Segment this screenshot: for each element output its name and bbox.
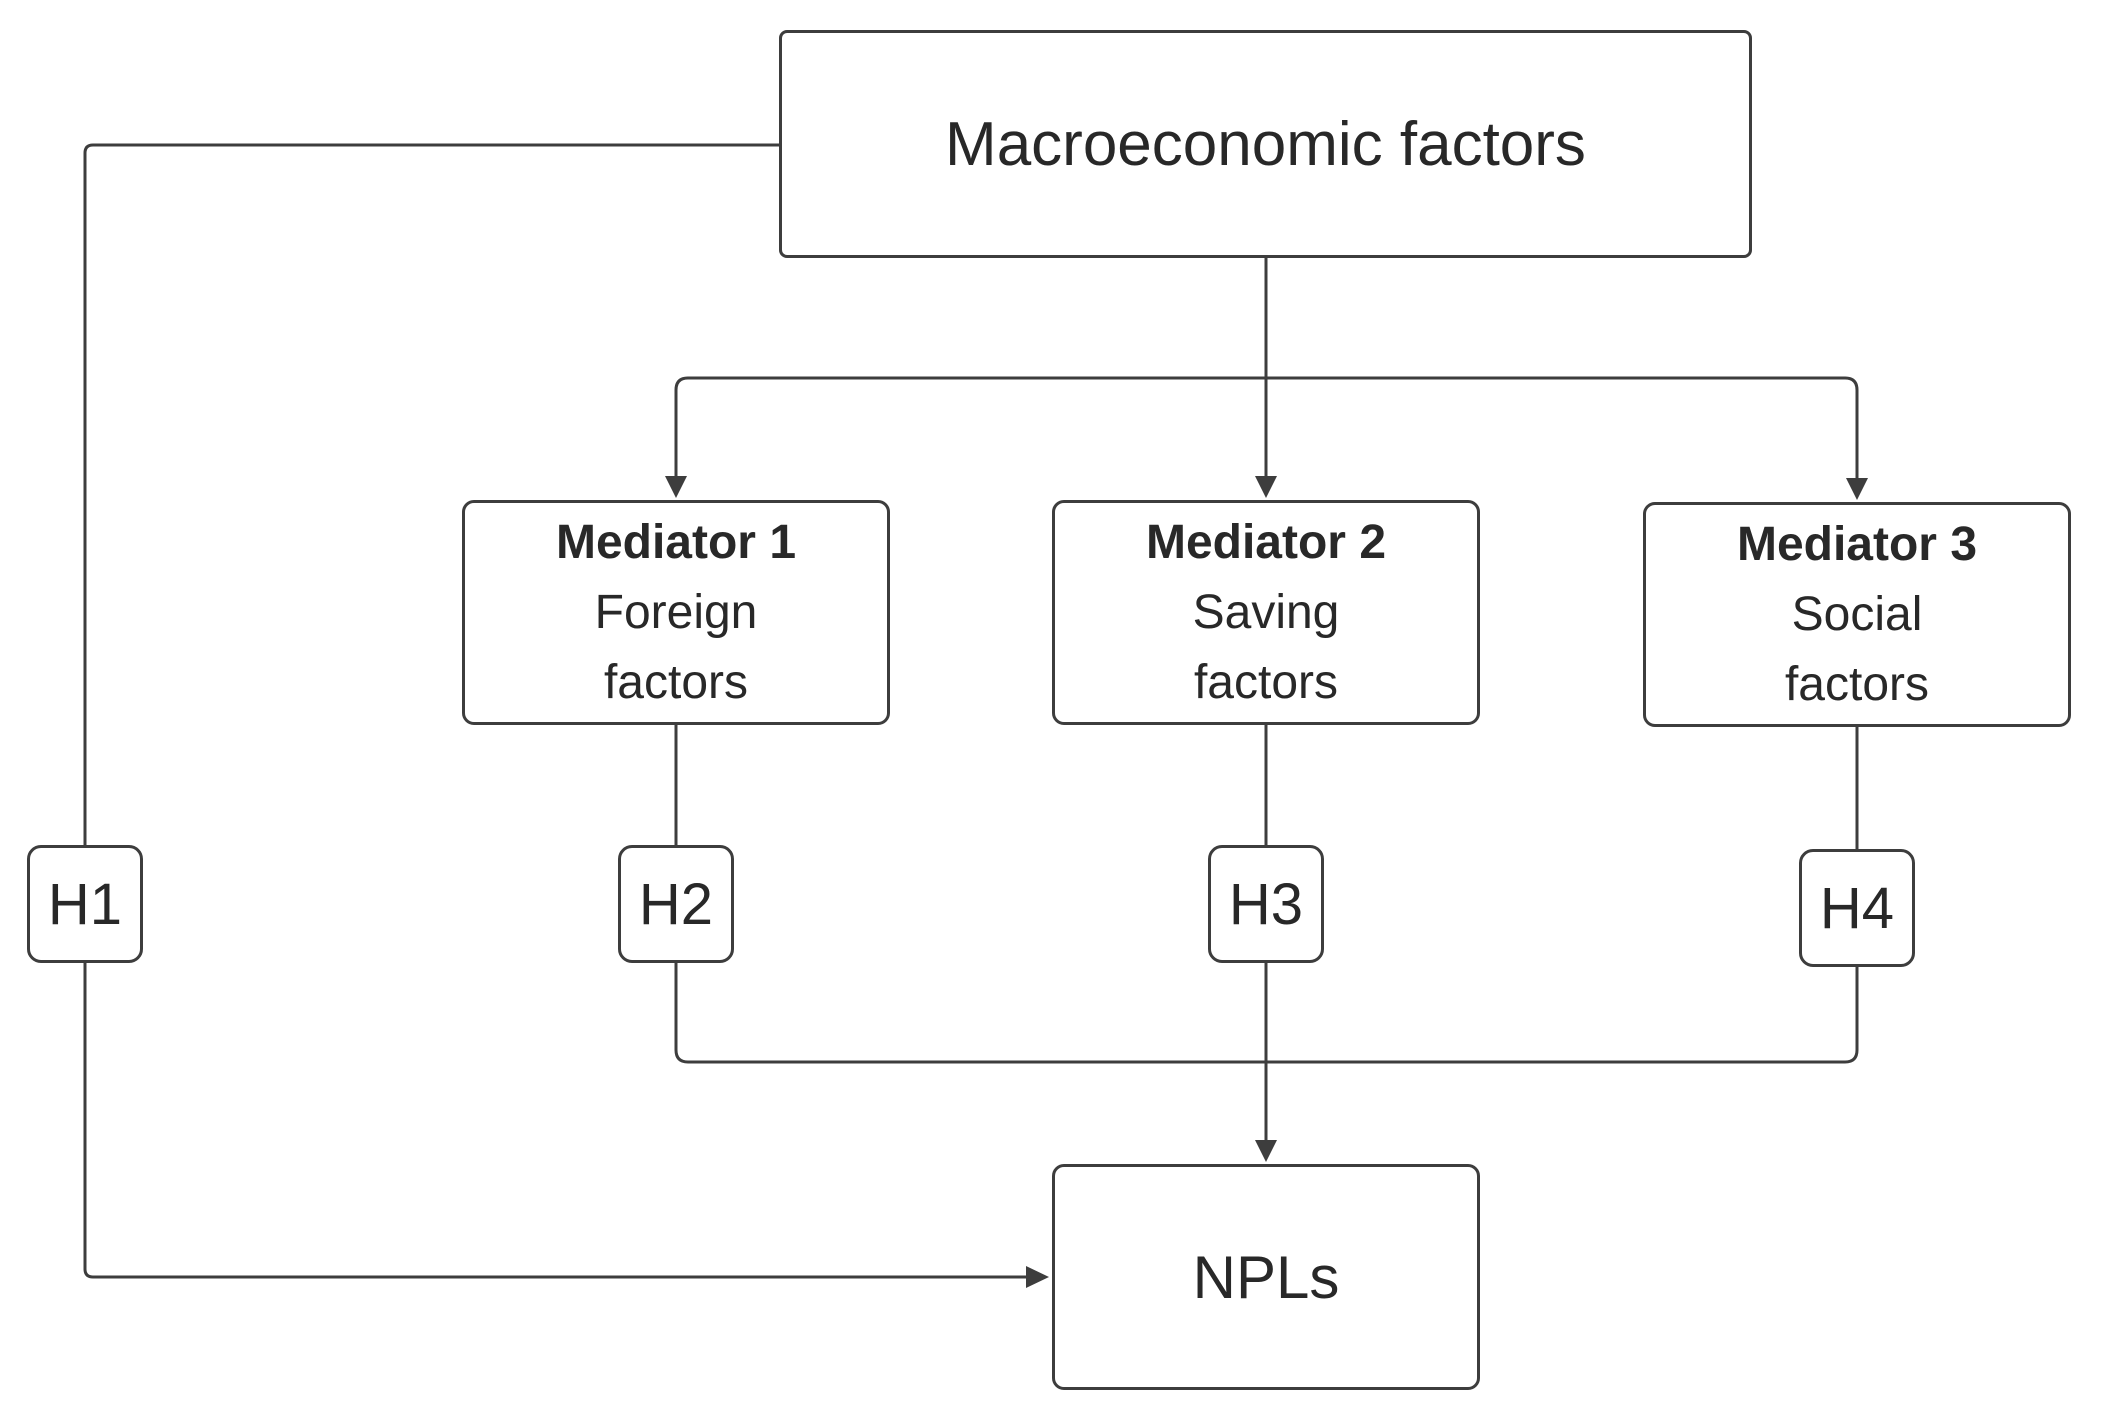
arrowhead-mediator1	[665, 476, 687, 498]
hypothesis-h1-box: H1	[27, 845, 143, 963]
mediator-2-title: Mediator 2	[1145, 515, 1387, 569]
mediator-1-subtitle-line1: Foreign	[594, 585, 758, 639]
macroeconomic-factors-box: Macroeconomic factors	[779, 30, 1752, 258]
edge-h1-to-npls	[83, 963, 1028, 1279]
mediator-2-subtitle-line2: factors	[1193, 655, 1339, 709]
mediator-1-subtitle-line2: factors	[603, 655, 749, 709]
hypothesis-h2-box: H2	[618, 845, 734, 963]
mediator-1-title: Mediator 1	[555, 515, 797, 569]
hypothesis-h3-box: H3	[1208, 845, 1324, 963]
hypothesis-h3-label: H3	[1228, 871, 1304, 937]
macroeconomic-factors-label: Macroeconomic factors	[945, 109, 1586, 179]
arrowhead-npls-top	[1255, 1140, 1277, 1162]
arrowhead-mediator2	[1255, 476, 1277, 498]
mediator-2-box: Mediator 2 Saving factors	[1052, 500, 1480, 725]
npls-box: NPLs	[1052, 1164, 1480, 1390]
mediator-3-subtitle-line2: factors	[1784, 657, 1930, 711]
mediator-1-box: Mediator 1 Foreign factors	[462, 500, 890, 725]
mediator-3-title: Mediator 3	[1736, 517, 1978, 571]
hypothesis-h4-label: H4	[1819, 875, 1895, 941]
hypothesis-h1-label: H1	[47, 871, 123, 937]
arrowhead-mediator3	[1846, 478, 1868, 500]
hypothesis-h2-label: H2	[638, 871, 714, 937]
hypothesis-h4-box: H4	[1799, 849, 1915, 967]
mediator-3-subtitle-line1: Social	[1791, 587, 1923, 641]
edge-macro-to-h1	[83, 143, 779, 845]
npls-label: NPLs	[1192, 1243, 1340, 1311]
mediator-2-subtitle-line1: Saving	[1192, 585, 1340, 639]
arrowhead-npls-left	[1026, 1266, 1049, 1288]
edge-branch-rail	[674, 376, 1859, 483]
mediator-3-box: Mediator 3 Social factors	[1643, 502, 2071, 727]
